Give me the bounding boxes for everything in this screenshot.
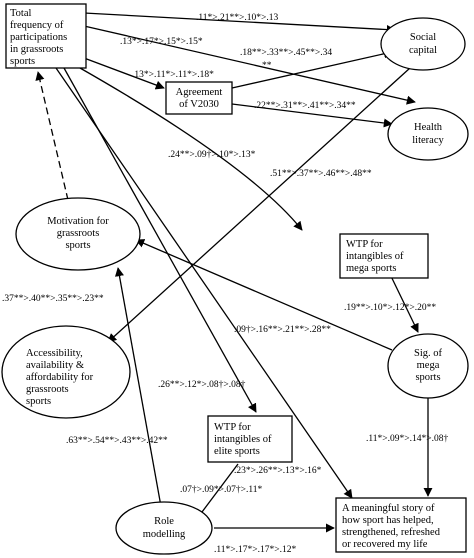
coef-elite-role: .07†>.09*>.07†>.11* — [180, 485, 262, 495]
path-agreement-to-social-capital — [231, 49, 393, 89]
path-freq-to-social-capital — [83, 12, 396, 35]
coefficient-labels: .11*>.21**>.10*>.13 .13*>.17*>.15*>.15* … — [2, 13, 448, 555]
path-freq-to-agreement — [83, 57, 165, 90]
path-freq-to-meaningful-story — [55, 67, 353, 499]
coef-freq-agreement: .13*>.11*>.11*>.18* — [132, 70, 214, 80]
coef-role-story: .11*>.17*>.17*>.12* — [214, 545, 296, 555]
path-freq-to-health-literacy — [83, 25, 416, 105]
path-social-capital-to-accessibility — [107, 67, 411, 343]
coef-sig-story: .11*>.09*>.14*>.08† — [366, 434, 448, 444]
coef-agreement-social-stars: ** — [262, 61, 272, 71]
coef-accessibility-motivation: .37**>.40**>.35**>.23** — [2, 294, 104, 304]
path-wtp-mega-to-sig-mega — [387, 269, 419, 333]
path-role-modelling-to-motivation — [114, 267, 163, 513]
coef-sig-motivation: .09†>.16**>.21**>.28** — [234, 325, 331, 335]
coef-role-motivation: .63**>.54**>.43**>.42** — [66, 436, 168, 446]
path-wtp-elite-to-role-modelling — [195, 463, 239, 521]
coef-agreement-social: .18**>.33**>.45**>.34 — [240, 48, 332, 58]
svg-text:Accessibility,availability &af: Accessibility,availability &affordabilit… — [26, 348, 94, 407]
path-agreement-to-health-literacy — [231, 103, 393, 128]
coef-agreement-health: .22**>.31**>.41**>.34** — [254, 101, 356, 111]
path-motivation-to-freq-dashed — [35, 71, 69, 201]
coef-freq-story: .23*>.26**>.13*>.16* — [234, 466, 322, 476]
node-accessibility: Accessibility,availability &affordabilit… — [1, 325, 131, 419]
path-freq-to-wtp-mega — [79, 67, 303, 231]
coef-freq-health: .13*>.17*>.15*>.15* — [120, 37, 203, 47]
path-sig-mega-to-motivation — [135, 239, 393, 351]
paths — [35, 12, 433, 533]
coef-freq-social: .11*>.21**>.10*>.13 — [196, 13, 278, 23]
coef-freq-wtp-mega: .24**>.09†>.10*>.13* — [168, 150, 256, 160]
coef-wtp-mega-sig: .19**>.10*>.12*>.20** — [344, 303, 436, 313]
coef-social-accessibility: .51**>.37**>.46**>.48** — [270, 169, 372, 179]
coef-freq-wtp-elite: .26**>.12*>.08†>.08† — [158, 380, 246, 390]
